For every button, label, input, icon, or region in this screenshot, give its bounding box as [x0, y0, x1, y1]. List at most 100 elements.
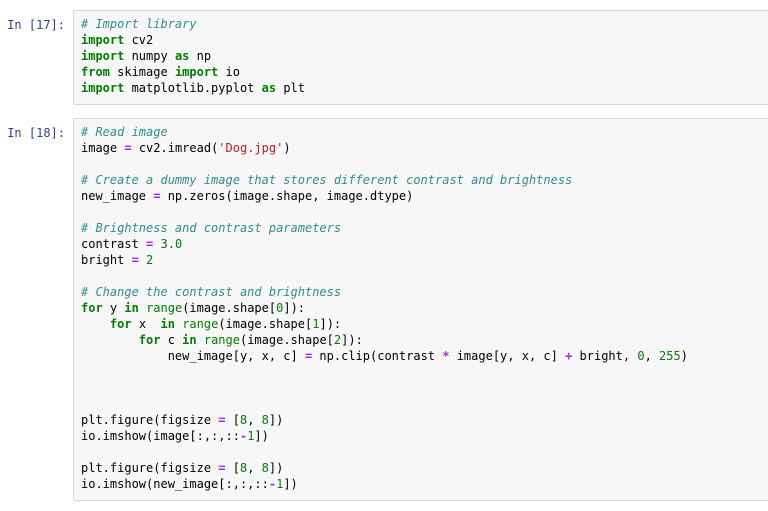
code-token-b: range — [203, 333, 240, 347]
code-token-o: = — [218, 461, 226, 475]
code-token-n: 2 — [146, 253, 154, 267]
code-token-o: - — [239, 429, 248, 443]
code-line: # Change the contrast and brightness — [81, 284, 768, 300]
code-token-b: range — [146, 301, 183, 315]
code-token-k: for — [81, 301, 103, 315]
code-token-c: # Change the contrast and brightness — [81, 285, 342, 299]
code-token-t: x — [131, 317, 161, 331]
code-token-n: 1 — [276, 477, 284, 491]
code-token-t: cv2 — [124, 33, 154, 47]
input-prompt-17: In [17]: — [7, 18, 65, 32]
code-token-t: bright — [81, 253, 132, 267]
code-token-k: import — [174, 65, 219, 79]
code-token-t: [ — [225, 461, 240, 475]
code-token-t: image — [81, 141, 125, 155]
code-token-k: for — [109, 317, 132, 331]
code-token-c: # Read image — [81, 125, 168, 139]
code-token-k: import — [81, 81, 125, 95]
code-token-t: io — [218, 65, 240, 79]
code-line: import numpy as np — [81, 48, 768, 64]
code-token-t — [139, 253, 146, 267]
code-line: io.imshow(new_image[:,:,::-1]) — [81, 476, 768, 492]
code-token-n: 1 — [312, 317, 320, 331]
code-token-k: import — [81, 49, 125, 63]
code-token-o: = — [146, 237, 154, 251]
code-token-t: np.zeros(image.shape, image.dtype) — [160, 189, 414, 203]
code-line: import matplotlib.pyplot as plt — [81, 80, 768, 96]
code-token-o: - — [268, 477, 277, 491]
code-token-t — [197, 333, 204, 347]
code-token-n: 1 — [247, 429, 255, 443]
code-token-c: # Create a dummy image that stores diffe… — [81, 173, 573, 187]
code-token-n: 8 — [261, 461, 269, 475]
code-token-t — [139, 301, 146, 315]
code-token-k: from — [81, 65, 110, 79]
code-token-t — [81, 317, 110, 331]
code-token-t — [81, 333, 139, 347]
code-token-t: ]): — [283, 301, 306, 315]
code-token-k: in — [160, 317, 175, 331]
code-token-t: ]) — [268, 461, 284, 475]
code-line: # Create a dummy image that stores diffe… — [81, 172, 768, 188]
code-line: for c in range(image.shape[2]): — [81, 332, 768, 348]
code-token-t: new_image[y, x, c] — [81, 349, 305, 363]
code-token-t — [153, 237, 160, 251]
code-token-t: ]) — [268, 413, 284, 427]
code-token-k: as — [174, 49, 190, 63]
code-token-o: = — [131, 253, 139, 267]
code-token-n: 2 — [333, 333, 342, 347]
code-token-n: 255 — [659, 349, 681, 363]
code-token-s: 'Dog.jpg' — [218, 141, 284, 155]
code-token-b: range — [182, 317, 219, 331]
code-line — [81, 268, 768, 284]
code-token-t: ) — [680, 349, 688, 363]
code-token-t: , — [247, 461, 262, 475]
code-token-t: , — [247, 413, 262, 427]
code-token-t: plt — [276, 81, 305, 95]
code-token-t: io.imshow(image[:,:,:: — [81, 429, 240, 443]
code-token-t: [ — [225, 413, 240, 427]
code-line: plt.figure(figsize = [8, 8]) — [81, 460, 768, 476]
code-token-t: matplotlib.pyplot — [124, 81, 262, 95]
code-line: new_image = np.zeros(image.shape, image.… — [81, 188, 768, 204]
code-line: for x in range(image.shape[1]): — [81, 316, 768, 332]
code-token-k: as — [261, 81, 277, 95]
code-token-k: for — [138, 333, 161, 347]
code-line: contrast = 3.0 — [81, 236, 768, 252]
code-token-t: ]): — [341, 333, 363, 347]
code-line: io.imshow(image[:,:,::-1]) — [81, 428, 768, 444]
code-line — [81, 156, 768, 172]
code-line: from skimage import io — [81, 64, 768, 80]
code-line — [81, 364, 768, 380]
input-prompt-18: In [18]: — [7, 126, 65, 140]
code-line — [81, 204, 768, 220]
code-token-c: # Import library — [81, 17, 197, 31]
code-token-k: in — [182, 333, 197, 347]
code-token-t: image[y, x, c] — [449, 349, 566, 363]
code-token-n: 8 — [239, 461, 248, 475]
code-token-n: 8 — [261, 413, 269, 427]
code-token-t: np — [189, 49, 212, 63]
code-token-o: * — [442, 349, 450, 363]
code-token-o: = — [304, 349, 313, 363]
code-line: for y in range(image.shape[0]): — [81, 300, 768, 316]
code-token-t: bright, — [572, 349, 638, 363]
code-line: new_image[y, x, c] = np.clip(contrast * … — [81, 348, 768, 364]
code-line: plt.figure(figsize = [8, 8]) — [81, 412, 768, 428]
code-token-n: 3.0 — [160, 237, 183, 251]
code-line: # Brightness and contrast parameters — [81, 220, 768, 236]
code-token-n: 0 — [276, 301, 284, 315]
code-token-c: # Brightness and contrast parameters — [81, 221, 342, 235]
code-token-t: ]) — [254, 429, 269, 443]
code-line: image = cv2.imread('Dog.jpg') — [81, 140, 768, 156]
code-token-o: + — [565, 349, 573, 363]
code-token-t: ) — [283, 141, 291, 155]
code-line — [81, 380, 768, 396]
code-token-n: 8 — [239, 413, 248, 427]
code-line — [81, 396, 768, 412]
code-token-t: y — [102, 301, 125, 315]
code-token-t: io.imshow(new_image[:,:,:: — [81, 477, 269, 491]
